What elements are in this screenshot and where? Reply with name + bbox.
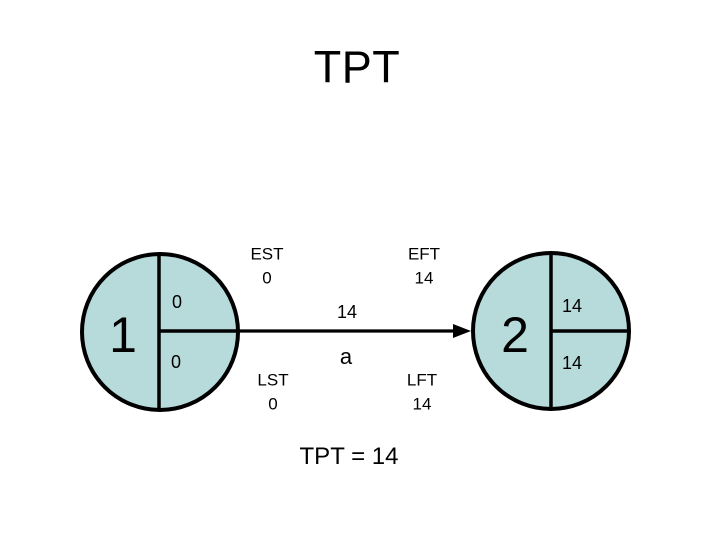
est-value: 0: [262, 268, 272, 287]
node-1-top-value: 0: [171, 292, 183, 312]
node-2-top-value: 14: [561, 296, 583, 316]
node-2-bottom-value: 14: [561, 353, 583, 373]
node-1-bottom-value: 0: [170, 352, 182, 372]
node-2-number: 2: [501, 307, 529, 363]
node-1-number: 1: [109, 307, 137, 363]
slide-title: TPT: [313, 41, 401, 93]
lft-value: 14: [412, 394, 432, 413]
lst-annotation: LST 0: [257, 369, 288, 416]
lft-annotation: LFT 14: [407, 369, 437, 416]
lft-label: LFT: [406, 370, 438, 390]
eft-label: EFT: [407, 244, 441, 264]
tpt-summary: TPT = 14: [299, 443, 399, 470]
arrowhead-icon: [453, 324, 471, 338]
activity-duration-label: 14: [336, 302, 358, 322]
lst-label: LST: [257, 370, 289, 390]
eft-annotation: EFT 14: [408, 243, 440, 290]
eft-value: 14: [414, 268, 434, 287]
activity-name-label: a: [339, 344, 353, 369]
lst-value: 0: [268, 394, 278, 413]
est-label: EST: [250, 244, 284, 264]
est-annotation: EST 0: [250, 243, 283, 290]
